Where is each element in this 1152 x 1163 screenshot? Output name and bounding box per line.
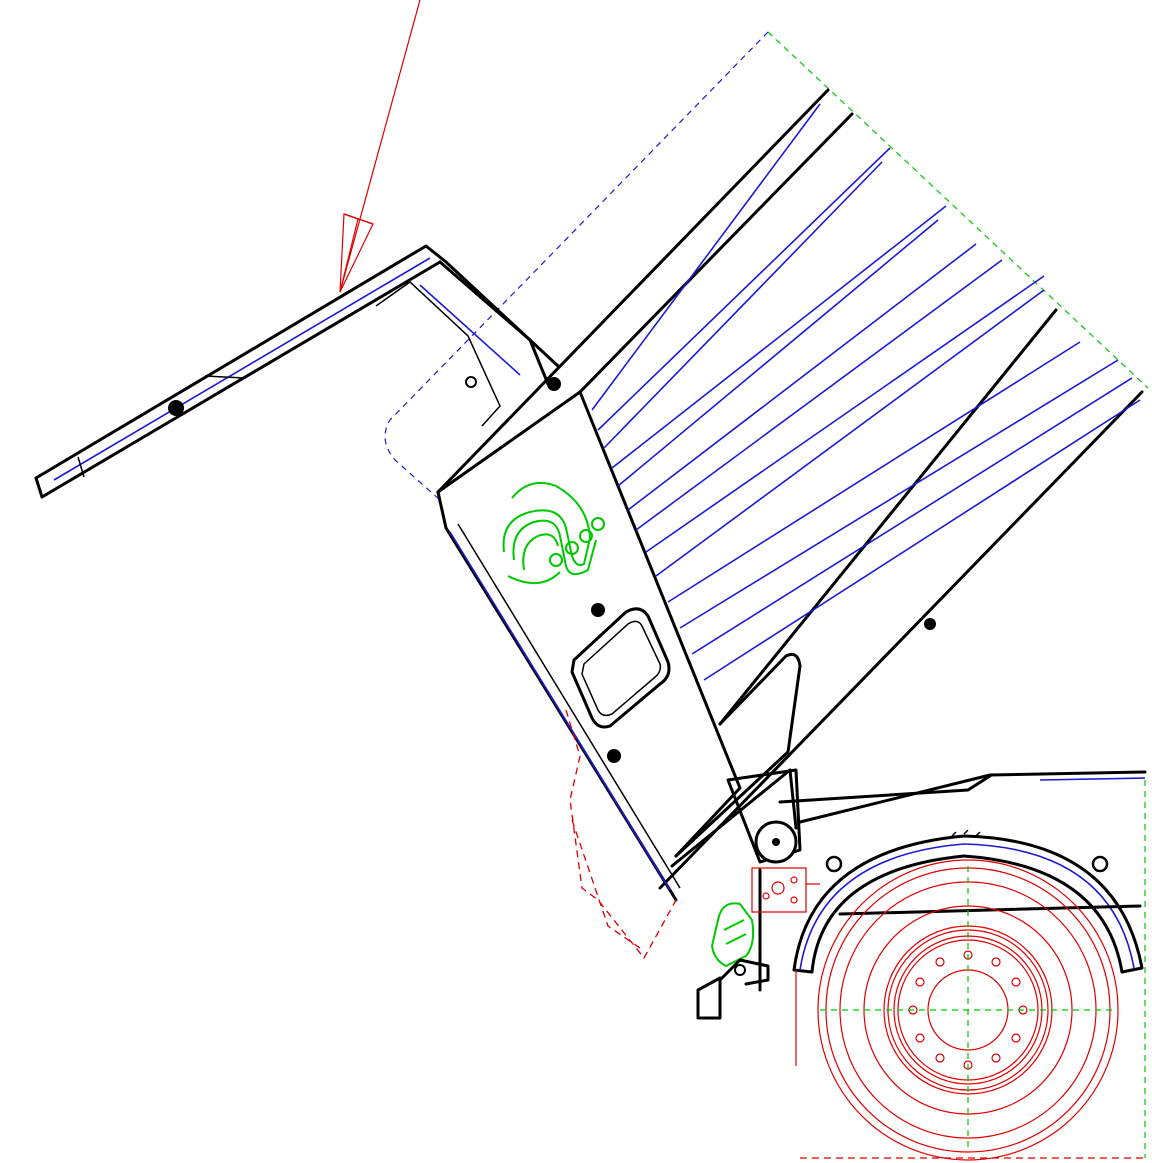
rear-wheel bbox=[795, 780, 1146, 1161]
hidden-outline bbox=[565, 709, 677, 960]
logo-mark bbox=[502, 482, 605, 584]
flap-latch-icon bbox=[168, 400, 184, 416]
lower-bracket bbox=[696, 958, 770, 1020]
inspection-hatch bbox=[570, 607, 671, 729]
pivot-center-icon bbox=[772, 838, 780, 846]
control-valve bbox=[710, 902, 755, 968]
body-bolt-icon bbox=[591, 603, 605, 617]
rear-door bbox=[34, 244, 561, 499]
body-bolt-icon bbox=[924, 618, 936, 630]
body-bolt-icon bbox=[607, 749, 621, 763]
envelope-dashed bbox=[384, 31, 1149, 501]
mudguard bbox=[792, 829, 1144, 974]
wheel-centerlines bbox=[820, 866, 1118, 1150]
hydraulic-cylinder bbox=[751, 867, 820, 913]
tipping-body bbox=[436, 88, 1144, 902]
flap-bolt-icon bbox=[465, 376, 477, 388]
chassis bbox=[726, 768, 1147, 992]
body-corrugations bbox=[591, 103, 1141, 681]
hinge-pivot-icon bbox=[547, 377, 561, 391]
motion-arrow bbox=[339, 0, 421, 293]
